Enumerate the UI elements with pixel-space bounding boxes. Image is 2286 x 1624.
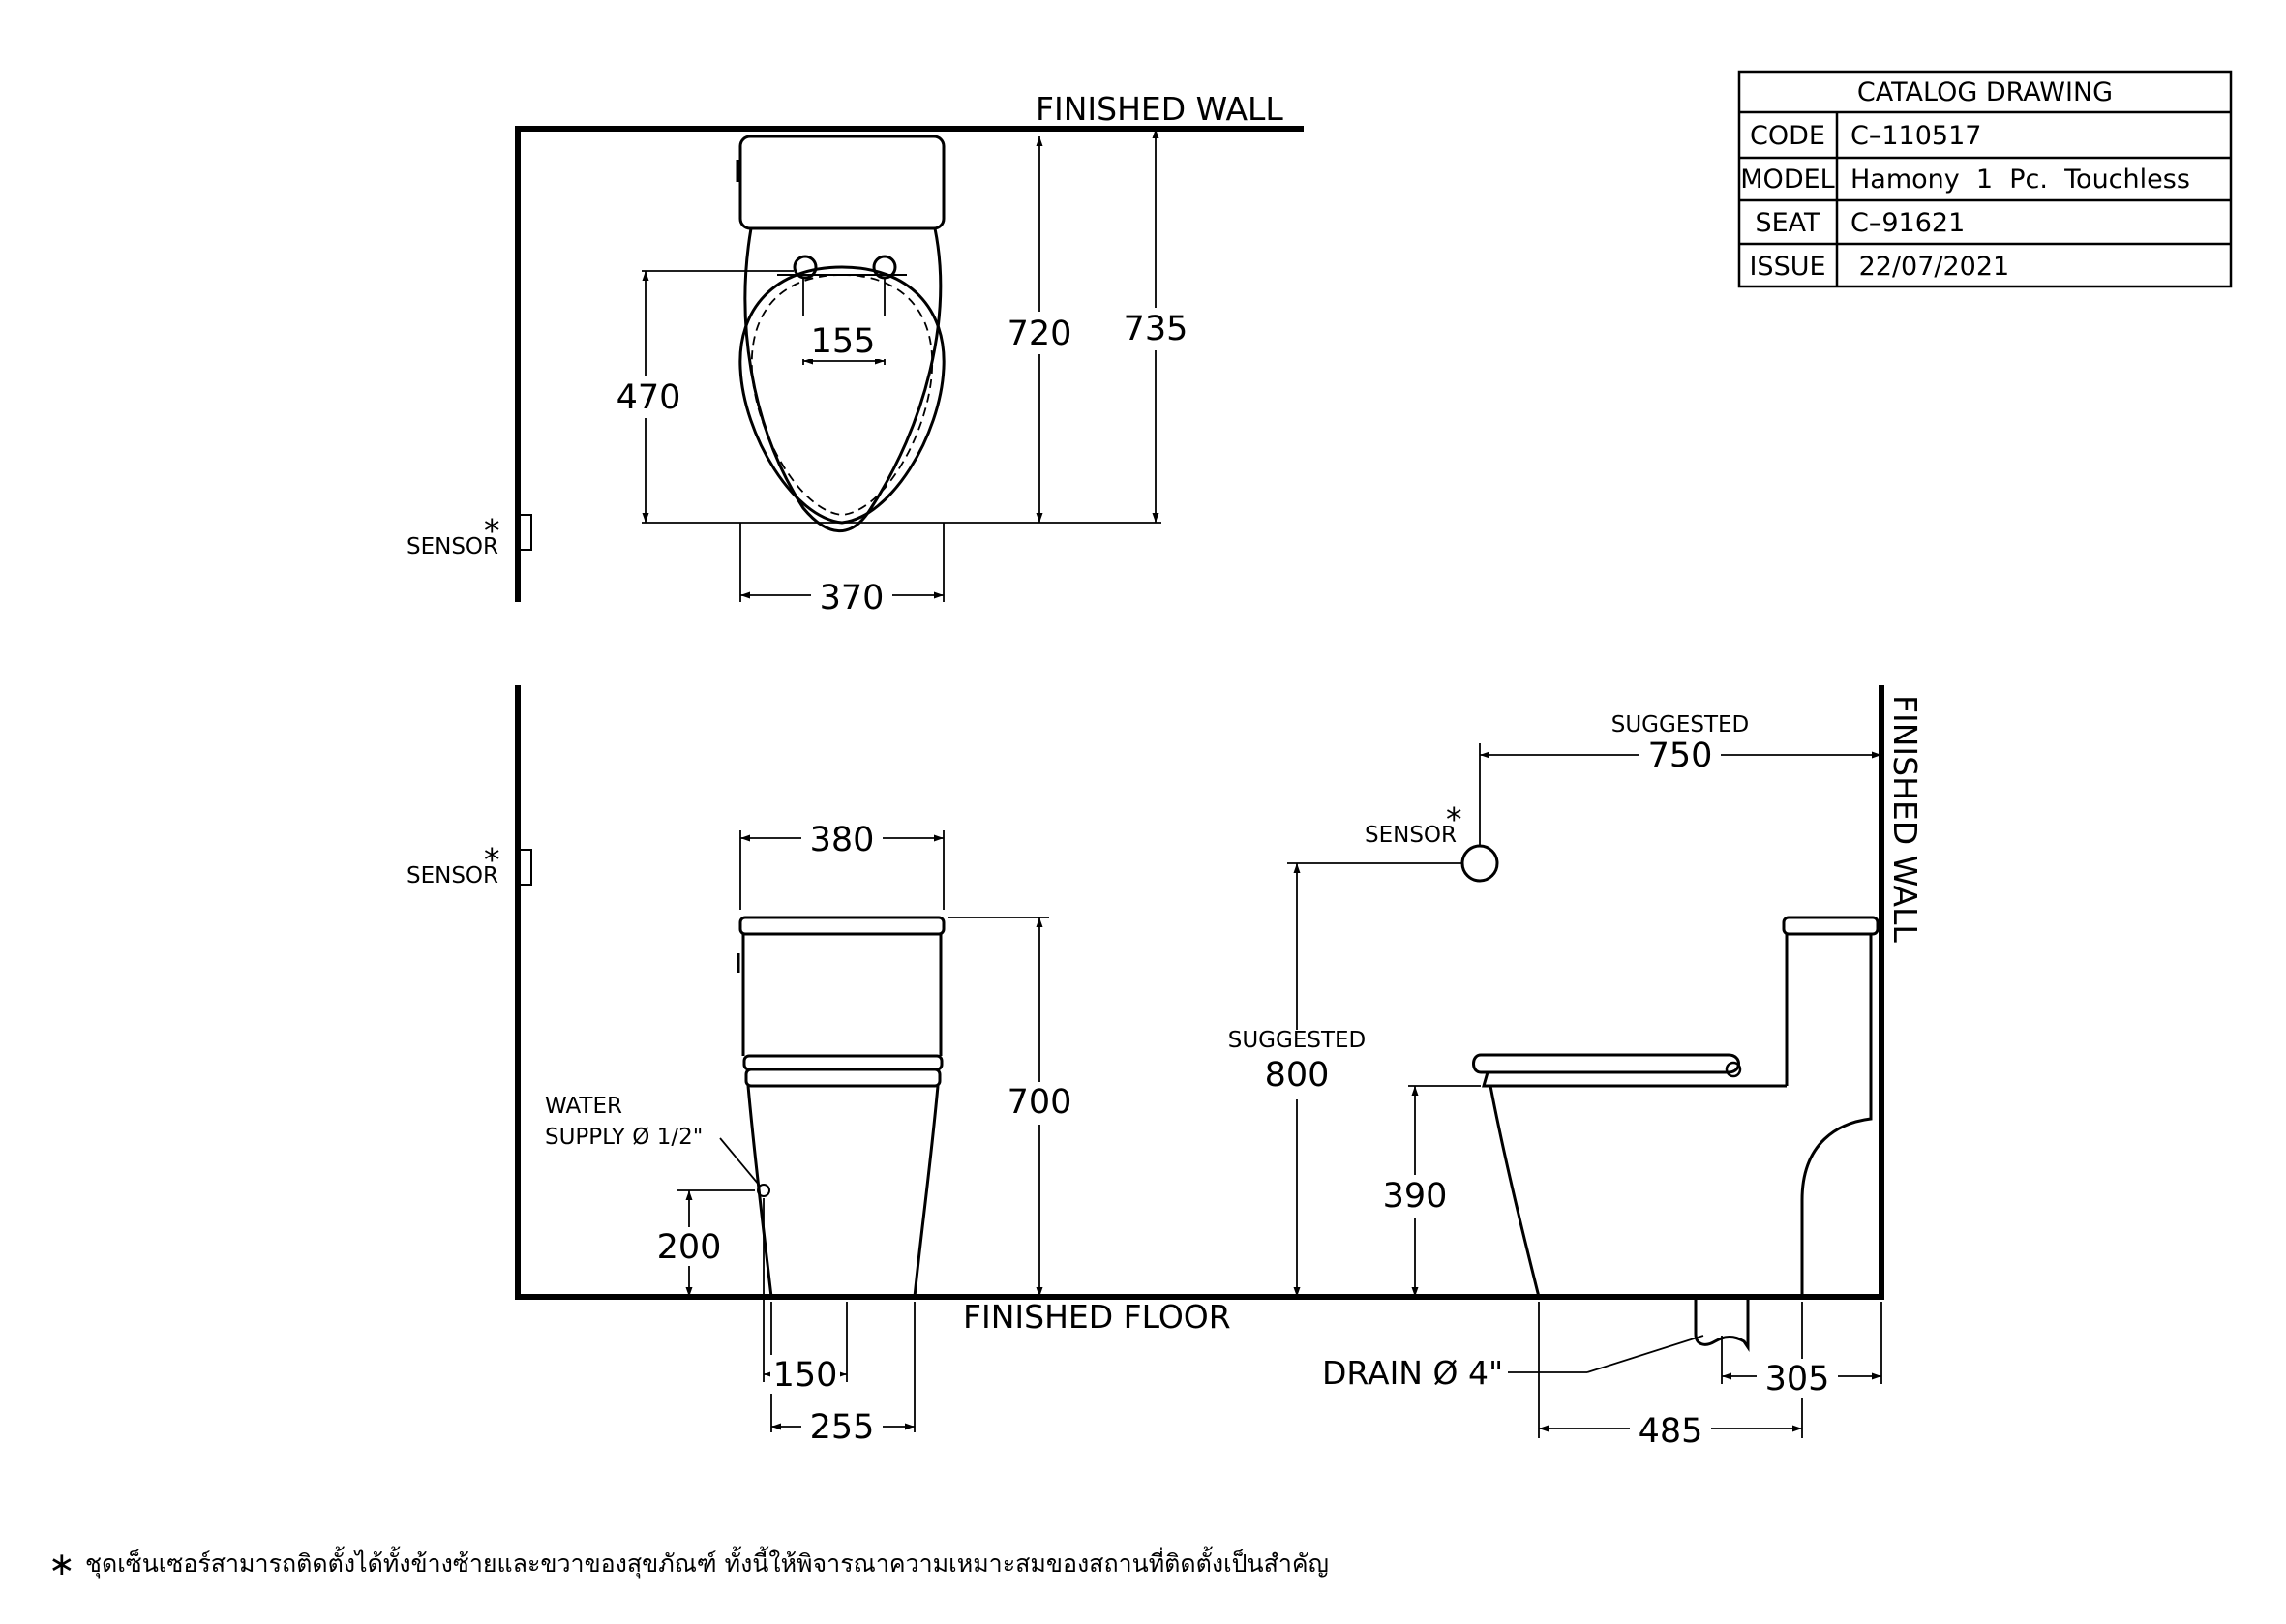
- dim-390: 390: [1383, 1177, 1448, 1216]
- dim-370: 370: [820, 579, 885, 617]
- dim-380: 380: [810, 821, 875, 859]
- front-sensor-label: SENSOR: [406, 863, 498, 888]
- plan-sensor-box: [519, 514, 532, 551]
- front-bowl-rim: [744, 1068, 942, 1088]
- plan-tank: [738, 135, 946, 230]
- front-view: [515, 685, 1884, 1300]
- dim-720: 720: [1008, 315, 1072, 353]
- plan-sensor-label: SENSOR: [406, 534, 498, 559]
- plan-dimensions: [642, 129, 1161, 602]
- side-seat: [1472, 1053, 1740, 1074]
- dim-155: 155: [811, 322, 876, 361]
- side-hinge: [1725, 1061, 1742, 1078]
- front-tank-lid: [738, 916, 946, 936]
- side-finished-wall-label: FINISHED WALL: [1886, 695, 1924, 943]
- side-bowl: [1489, 1085, 1541, 1298]
- dim-150: 150: [773, 1356, 838, 1395]
- plan-view: [515, 126, 1304, 602]
- drain-label: DRAIN Ø 4": [1322, 1354, 1503, 1392]
- plan-hinge-right: [872, 255, 897, 280]
- title-row-issue-label: ISSUE: [1749, 252, 1825, 282]
- plan-finished-wall: [515, 126, 1304, 602]
- side-suggested-label-750: SUGGESTED: [1611, 712, 1750, 737]
- title-row-code-value: C–110517: [1850, 121, 1981, 151]
- dim-200: 200: [657, 1228, 722, 1267]
- dim-735: 735: [1124, 310, 1188, 348]
- plan-hinge-left: [793, 255, 818, 280]
- finished-floor-label: FINISHED FLOOR: [963, 1298, 1231, 1336]
- side-sensor: [1460, 844, 1499, 883]
- front-wall-floor: [515, 685, 1884, 1300]
- dim-255: 255: [810, 1408, 875, 1447]
- title-block-heading: CATALOG DRAWING: [1857, 77, 2113, 107]
- title-row-model-label: MODEL: [1740, 165, 1834, 195]
- side-drain: [1694, 1299, 1750, 1352]
- side-sensor-asterisk: *: [1446, 800, 1462, 838]
- plan-sensor-asterisk: *: [484, 512, 500, 550]
- title-row-issue-value: 22/07/2021: [1850, 252, 2009, 282]
- side-tank-lid: [1782, 916, 1880, 936]
- title-row-seat-label: SEAT: [1755, 208, 1820, 238]
- dim-485: 485: [1639, 1412, 1703, 1451]
- plan-seat: [738, 265, 946, 525]
- title-row-seat-value: C–91621: [1850, 208, 1965, 238]
- water-supply-label-2: SUPPLY Ø 1/2": [545, 1125, 703, 1150]
- dim-750: 750: [1648, 737, 1713, 775]
- front-dimensions: [677, 830, 1049, 1432]
- front-bowl: [746, 1085, 940, 1298]
- title-block: [1737, 70, 2233, 288]
- footnote-text: ชุดเซ็นเซอร์สามารถติดตั้งได้ทั้งข้างซ้าย…: [85, 1546, 1329, 1579]
- front-water-supply: [757, 1184, 770, 1197]
- dim-700: 700: [1008, 1083, 1072, 1122]
- front-sensor-box: [519, 849, 532, 886]
- side-sensor-label: SENSOR: [1365, 823, 1457, 848]
- front-sensor-asterisk: *: [484, 841, 500, 879]
- side-suggested-label-800: SUGGESTED: [1228, 1028, 1367, 1053]
- side-view: [1460, 685, 1884, 1352]
- footnote-symbol: ∗: [48, 1545, 75, 1582]
- plan-finished-wall-label: FINISHED WALL: [1036, 90, 1283, 128]
- plan-bowl: [743, 227, 943, 533]
- title-row-model-value: Hamony 1 Pc. Touchless: [1850, 165, 2190, 195]
- side-body-back: [1785, 934, 1873, 1297]
- plan-seat-inner: [750, 274, 934, 516]
- water-supply-label-1: WATER: [545, 1094, 622, 1119]
- dim-470: 470: [617, 378, 681, 417]
- title-row-code-label: CODE: [1750, 121, 1825, 151]
- front-seat: [742, 1054, 944, 1071]
- dim-800: 800: [1265, 1056, 1330, 1095]
- dim-305: 305: [1765, 1360, 1830, 1398]
- front-tank: [741, 934, 943, 1056]
